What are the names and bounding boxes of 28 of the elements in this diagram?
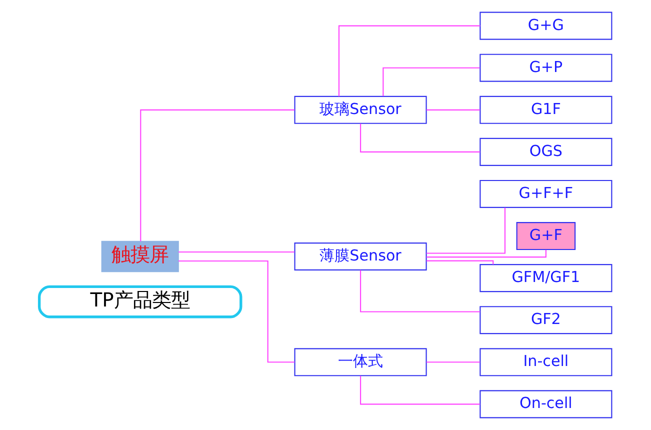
node-box: 触摸屏 — [101, 240, 179, 272]
node-box: On-cell — [480, 390, 612, 418]
connector — [426, 260, 494, 264]
node-box: OGS — [480, 138, 612, 166]
connector — [178, 251, 295, 253]
connector — [360, 376, 480, 405]
connector — [140, 109, 295, 242]
node-box: GFM/GF1 — [480, 264, 612, 292]
node-box: 薄膜Sensor — [294, 242, 427, 271]
connector — [338, 25, 480, 96]
connector — [178, 260, 295, 363]
node-box: TP产品类型 — [38, 285, 242, 318]
node-box: G+G — [480, 12, 612, 40]
node-box: G1F — [480, 96, 612, 124]
connector — [426, 362, 480, 363]
node-box: 一体式 — [294, 348, 427, 376]
connector — [426, 109, 480, 110]
node-box: G+F+F — [480, 180, 612, 208]
node-box: In-cell — [480, 348, 612, 376]
connector — [426, 250, 546, 258]
node-box: G+F — [516, 222, 576, 250]
node-box: 玻璃Sensor — [294, 96, 427, 124]
node-box: G+P — [480, 54, 612, 82]
connector — [360, 270, 480, 312]
connector — [382, 67, 480, 96]
connector — [426, 208, 506, 254]
connector — [360, 124, 480, 152]
node-box: GF2 — [480, 306, 612, 334]
